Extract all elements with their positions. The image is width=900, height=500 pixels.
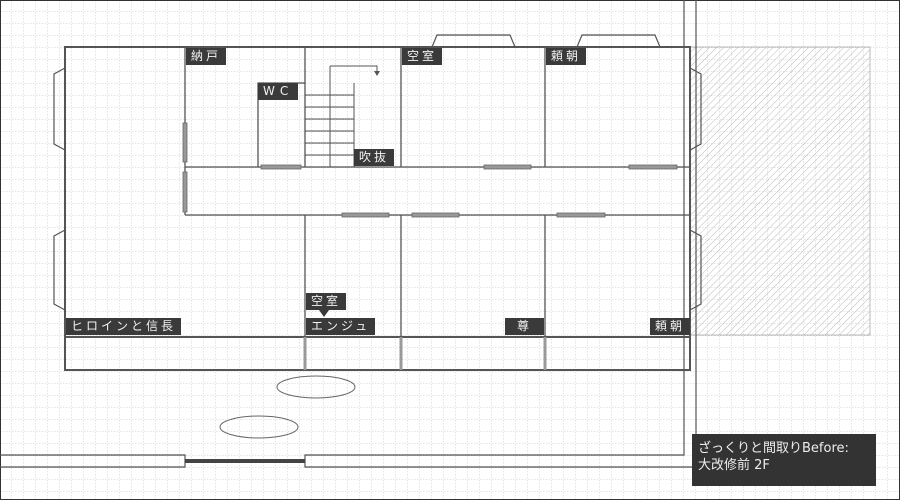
room-label-enju: エンジュ <box>306 318 376 335</box>
callout-akishitsu: 空室 <box>306 293 347 310</box>
caption-box: ざっくりと間取りBefore: 大改修前 2F <box>692 434 876 486</box>
building-outline <box>64 46 691 371</box>
stair-arrow-icon <box>374 71 380 76</box>
doors <box>182 122 678 218</box>
stepping-stone <box>219 415 299 439</box>
balcony-dividers <box>303 337 547 370</box>
room-label-wc: WC <box>258 83 299 100</box>
hatched-area <box>689 46 871 336</box>
room-label-yoritomo: 頼朝 <box>546 48 587 65</box>
callout-pointer-icon <box>319 310 329 317</box>
room-label-fukinuke: 吹抜 <box>354 149 395 166</box>
caption-line1: ざっくりと間取りBefore: <box>698 441 849 456</box>
room-label-heroine-nobunaga: ヒロインと信長 <box>66 318 182 335</box>
staircase <box>305 65 378 167</box>
room-label-nando: 納戸 <box>186 48 227 65</box>
room-label-mikoto: 尊 <box>505 318 545 335</box>
caption-line2: 大改修前 2F <box>698 458 770 473</box>
bay-windows <box>53 34 702 311</box>
room-label-akishitsu: 空室 <box>402 48 443 65</box>
stepping-stone <box>276 375 356 399</box>
room-label-yoritomo-bottom: 頼朝 <box>650 318 691 335</box>
